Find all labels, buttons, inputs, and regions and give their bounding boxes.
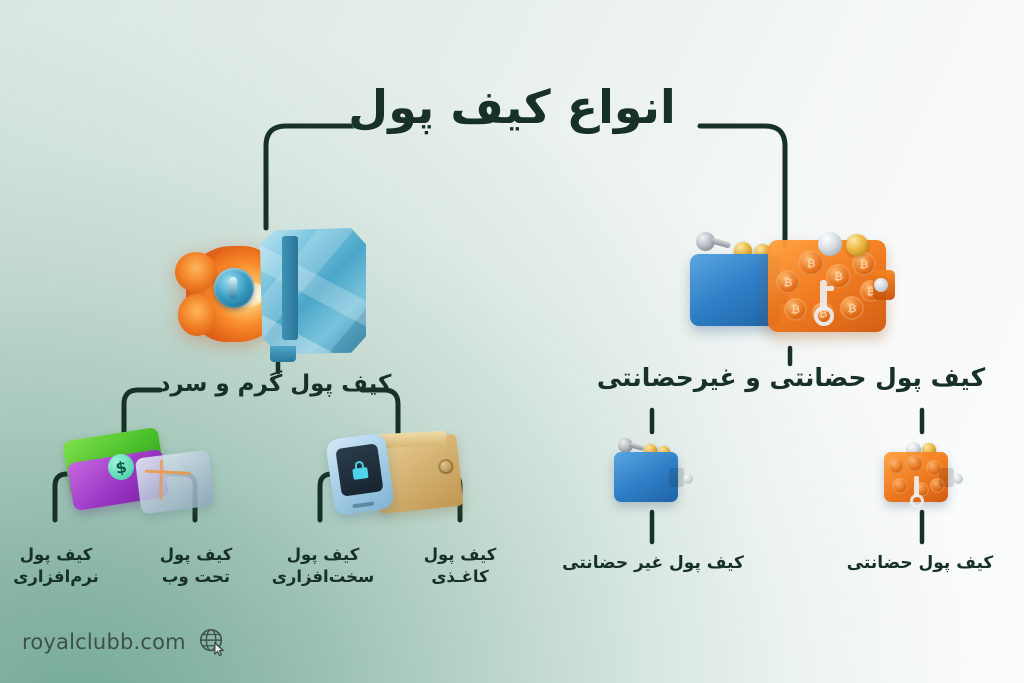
branch-label-custodial: کیف پول حضانتی و غیرحضانتی xyxy=(596,363,986,392)
device-screen xyxy=(335,443,384,497)
bitcoin-coin-icon: ₿ xyxy=(840,296,864,320)
silver-key-icon xyxy=(618,438,645,458)
bitcoin-coin-icon xyxy=(930,478,945,493)
web-wallet-card-icon xyxy=(134,449,216,515)
bitcoin-coin-icon: ₿ xyxy=(826,264,851,289)
connector-title-bracket-right xyxy=(697,123,788,248)
lock-icon xyxy=(351,460,369,480)
leaf-label-hardware-wallet: کیف پول سخت‌افزاری xyxy=(271,545,375,587)
footer-site-url: royalclubb.com xyxy=(22,630,186,654)
non-custodial-wallet-illustration xyxy=(614,438,693,508)
bitcoin-coin-icon xyxy=(888,458,904,474)
leaf-label-custodial-wallet: کیف پول حضانتی xyxy=(846,553,994,573)
safe-side xyxy=(282,236,298,340)
hardware-device-icon xyxy=(325,432,395,516)
branch-label-hot-cold: کیف پول گرم و سرد xyxy=(158,371,392,397)
hot-cold-wallet-illustration xyxy=(175,222,372,362)
connector-title-bracket xyxy=(263,123,358,231)
custodial-wallet-small-illustration xyxy=(884,438,963,508)
leaf-label-software-wallet: کیف پول نرم‌افزاری xyxy=(13,545,99,587)
bitcoin-coin-icon: ₿ xyxy=(798,250,824,276)
silver-coin-icon xyxy=(818,232,842,256)
key-ring-icon xyxy=(812,280,836,328)
orange-bitcoin-wallet-icon: ₿ ₿ ₿ ₿ ₿ ₿ ₿ ₿ xyxy=(768,240,895,332)
bitcoin-coin-icon: ₿ xyxy=(776,270,800,294)
leaf-label-non-custodial-wallet: کیف پول غیر حضانتی xyxy=(562,553,744,573)
bitcoin-coin-icon: ₿ xyxy=(784,298,807,321)
blue-wallet-icon xyxy=(690,254,788,326)
paper-snap-icon xyxy=(437,458,455,475)
leaf-label-web-wallet: کیف پول تحت وب xyxy=(159,545,233,587)
bitcoin-coin-icon xyxy=(906,455,923,472)
page-title: انواع کیف پول xyxy=(348,80,676,134)
device-button xyxy=(352,501,375,509)
globe-cursor-icon xyxy=(199,629,224,657)
safe-foot xyxy=(270,346,296,362)
bitcoin-coin-icon: ₿ xyxy=(852,252,876,276)
gold-coin-icon xyxy=(846,234,868,256)
bitcoin-coin-icon xyxy=(926,460,942,476)
footer-branding: royalclubb.com xyxy=(22,627,227,657)
orange-wallet-icon xyxy=(884,452,954,508)
custodial-wallet-illustration: ₿ ₿ ₿ ₿ ₿ ₿ ₿ ₿ xyxy=(690,232,895,344)
safe-dial-icon xyxy=(214,268,254,308)
key-ring-icon xyxy=(908,476,926,510)
wallet-snap-icon xyxy=(683,474,693,484)
bitcoin-coin-icon xyxy=(892,478,908,494)
leaf-label-paper-wallet: کیف پول کاغـذی xyxy=(423,545,497,587)
hardware-paper-wallet-illustration xyxy=(325,432,478,518)
blue-wallet-icon xyxy=(614,452,684,502)
safe-facets xyxy=(260,228,366,354)
software-web-wallet-illustration: $ xyxy=(56,426,216,516)
wallet-snap-icon xyxy=(953,474,963,484)
crystal-safe-icon xyxy=(260,228,366,354)
wallet-snap-icon xyxy=(874,278,888,292)
